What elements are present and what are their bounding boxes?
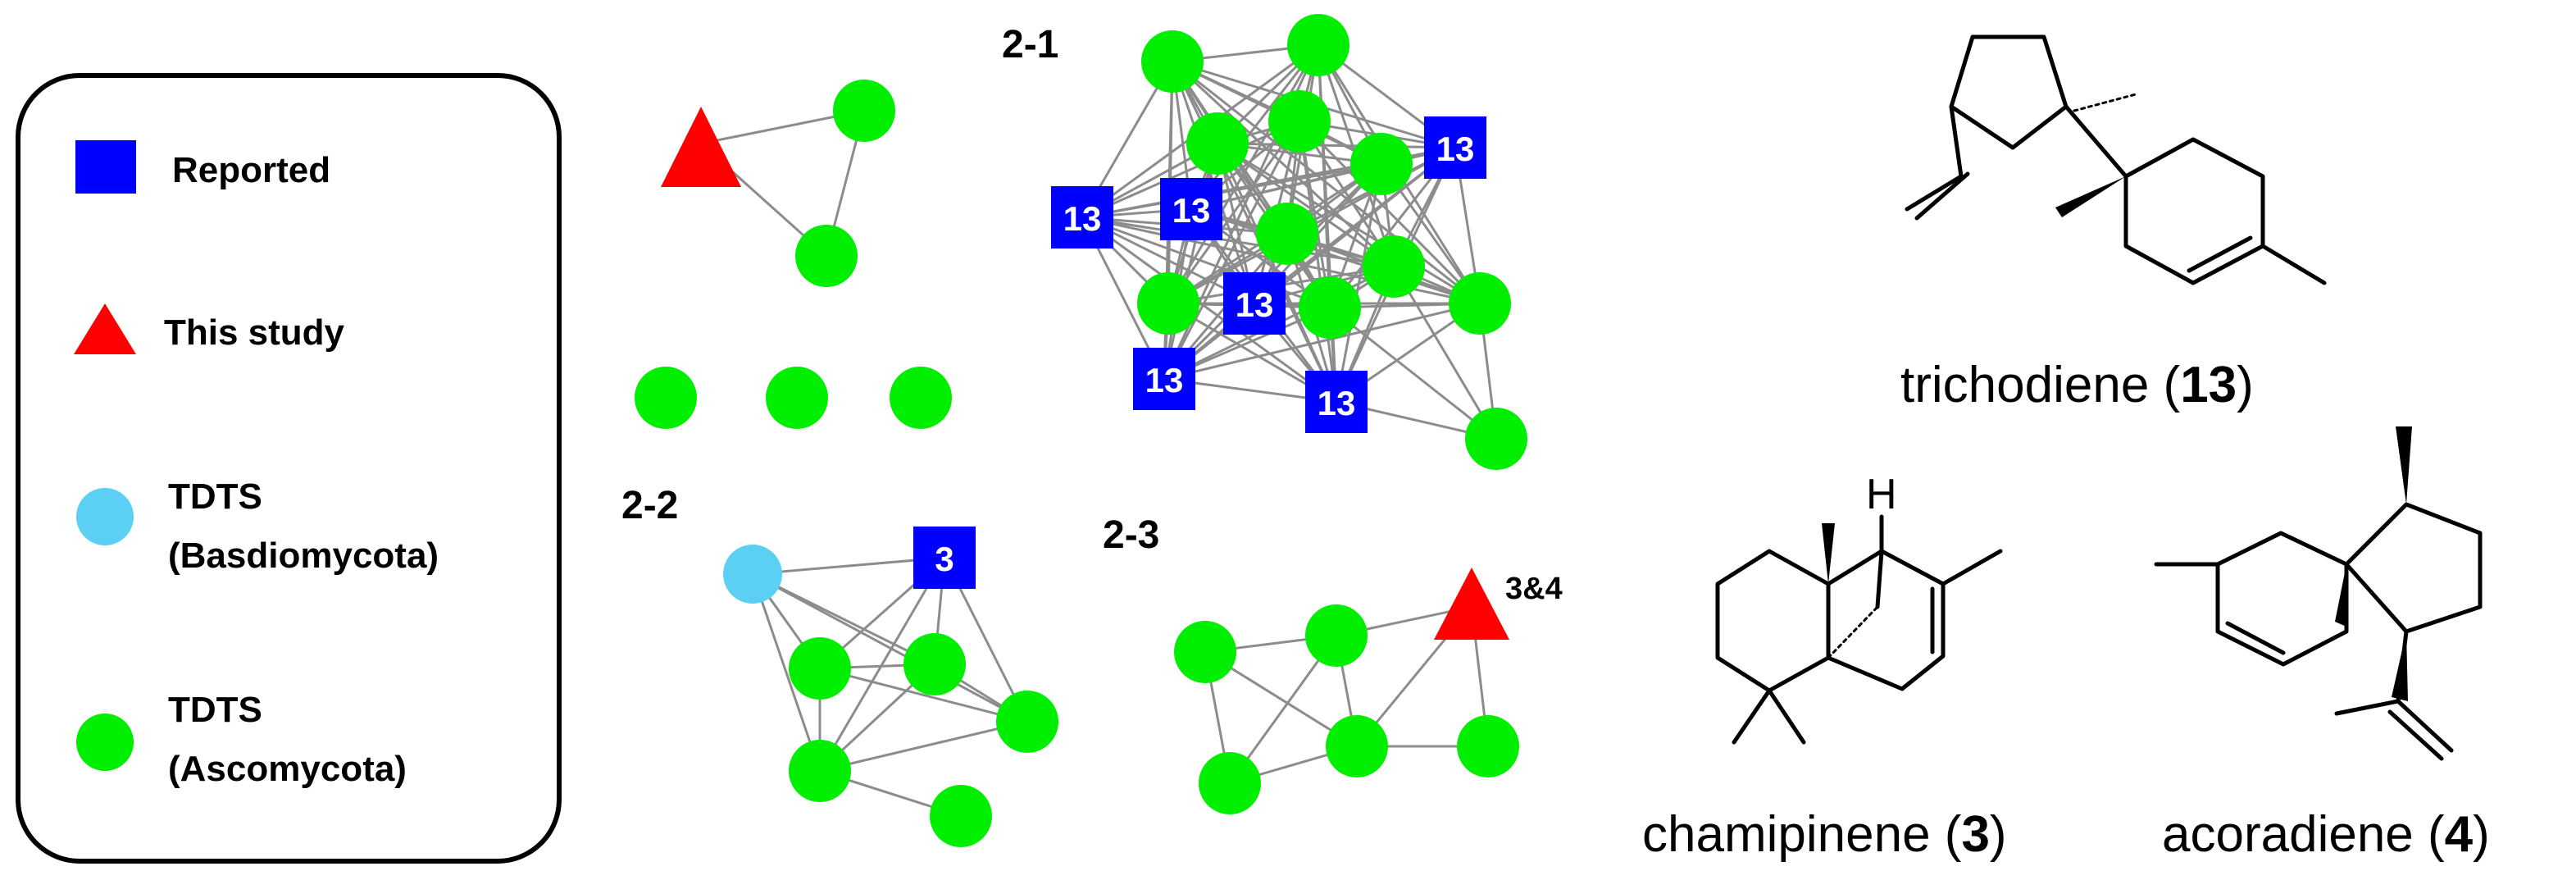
acoradiene-wedge-top — [2396, 426, 2412, 504]
legend-asco-swatch — [76, 714, 134, 771]
node-reported — [913, 527, 976, 589]
network-edge — [1163, 302, 1481, 381]
node-asco-singleton — [635, 367, 697, 429]
legend: Reported This study TDTS (Basdiomycota) … — [16, 73, 562, 864]
node-asco — [795, 225, 858, 287]
network-edge — [751, 573, 821, 772]
node-asco — [1186, 112, 1249, 175]
node-asco — [1137, 272, 1199, 335]
node-asco — [930, 785, 992, 847]
legend-this-study-swatch — [74, 303, 136, 354]
node-reported — [1133, 348, 1195, 410]
node-this-study — [661, 107, 741, 187]
node-asco-singleton — [890, 367, 952, 429]
cluster-label-2-1: 2-1 — [1002, 23, 1058, 66]
network-edge — [752, 572, 1028, 723]
node-reported-label: 13 — [1145, 361, 1184, 399]
network-edge — [1392, 266, 1498, 440]
network-edge — [1081, 216, 1337, 404]
legend-reported-swatch — [75, 140, 136, 194]
node-reported — [1424, 116, 1486, 179]
network-edge — [1217, 142, 1481, 305]
node-asco — [1449, 272, 1511, 335]
node-asco — [1465, 408, 1527, 470]
network-edge — [1329, 306, 1497, 440]
node-reported-label: 13 — [1172, 191, 1211, 230]
node-asco — [1174, 621, 1236, 683]
node-reported — [1223, 272, 1286, 335]
node-asco — [789, 740, 851, 802]
node-asco — [903, 633, 966, 695]
network-2-1-nodes: 13 13 13 13 13 13 — [1051, 14, 1527, 470]
acoradiene-wedge-bottom — [2392, 632, 2408, 701]
network-edge — [1081, 216, 1331, 309]
node-asco — [1299, 276, 1361, 339]
node-reported-label: 13 — [1436, 130, 1475, 168]
cluster-label-2-2: 2-2 — [621, 484, 678, 527]
chamipinene-structure — [1715, 514, 2003, 745]
node-asco — [1268, 90, 1331, 153]
node-reported-label: 3 — [935, 540, 953, 578]
node-asco — [789, 637, 851, 700]
node-asco — [1326, 715, 1388, 777]
node-reported — [1305, 371, 1368, 433]
node-asco — [833, 80, 895, 142]
node-asco — [996, 691, 1058, 753]
network-edge — [1167, 44, 1320, 304]
network-edge — [1163, 162, 1383, 381]
acoradiene-caption: acoradiene (4) — [2162, 806, 2490, 863]
acoradiene-wedge-spiro — [2335, 564, 2346, 627]
network-edge — [819, 667, 1028, 723]
network-edge — [1298, 120, 1481, 305]
node-reported-label: 13 — [1063, 199, 1102, 238]
network-edge — [1298, 121, 1338, 403]
node-asco — [1305, 604, 1368, 667]
chamipinene-h-label: H — [1866, 471, 1897, 518]
network-edge — [752, 556, 945, 576]
legend-reported-label: Reported — [172, 150, 330, 190]
network-edge — [1190, 207, 1481, 305]
node-asco — [1287, 14, 1349, 76]
node-reported — [1051, 186, 1113, 248]
node-basidio — [723, 545, 782, 604]
acoradiene-structure — [2154, 502, 2483, 761]
trichodiene-structure — [1905, 34, 2327, 285]
legend-this-study-label: This study — [164, 312, 345, 353]
legend-basidio-label-line2: (Basdiomycota) — [168, 536, 439, 576]
node-reported-label: 13 — [1318, 384, 1356, 422]
node-reported-label: 13 — [1236, 285, 1274, 324]
legend-asco-label-line1: TDTS — [168, 690, 262, 730]
node-asco — [1199, 752, 1261, 814]
legend-box — [16, 73, 562, 864]
node-asco — [1256, 203, 1318, 265]
node-asco — [1141, 30, 1204, 93]
legend-basidio-swatch — [76, 488, 134, 545]
chamipinene-wedge — [1822, 523, 1835, 584]
cluster-label-2-3: 2-3 — [1103, 513, 1159, 557]
node-reported — [1160, 178, 1222, 240]
node-asco — [1350, 133, 1413, 195]
trichodiene-caption: trichodiene (13) — [1900, 357, 2254, 413]
node-asco — [1363, 235, 1425, 298]
node-this-study-label: 3&4 — [1505, 572, 1563, 606]
network-edge — [1167, 121, 1301, 304]
network-edge — [1081, 120, 1300, 219]
legend-asco-label-line2: (Ascomycota) — [168, 749, 407, 789]
network-edge — [818, 557, 946, 772]
network-2-3-nodes: 3&4 — [1174, 568, 1563, 814]
node-asco-singleton — [766, 367, 828, 429]
node-this-study — [1434, 568, 1509, 640]
network-edge — [1163, 146, 1456, 381]
network-edge — [819, 720, 1028, 773]
legend-basidio-label-line1: TDTS — [168, 476, 262, 517]
network-edge — [1217, 142, 1456, 149]
chamipinene-caption: chamipinene (3) — [1642, 806, 2007, 863]
node-asco — [1457, 715, 1519, 777]
network-2-2-nodes: 3 — [723, 527, 1058, 847]
